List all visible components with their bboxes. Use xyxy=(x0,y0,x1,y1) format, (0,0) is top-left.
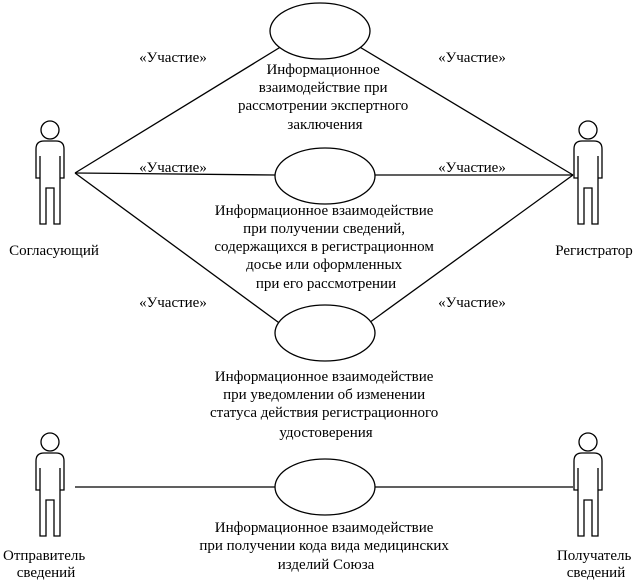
actor-sender-label: Отправитель сведений xyxy=(3,548,89,581)
actor-registrar-label: Регистратор xyxy=(555,243,633,259)
use-case-expert-review-label: Информационное взаимодействие при рассмо… xyxy=(238,62,412,133)
actor-sender-figure[interactable] xyxy=(35,432,65,537)
use-case-status-change-ellipse[interactable] xyxy=(274,304,376,362)
association-registrar-expert-review xyxy=(347,39,574,176)
stereotype-label-registrar-dossier-info: «Участие» xyxy=(438,160,506,176)
stereotype-label-registrar-status-change: «Участие» xyxy=(438,295,506,311)
use-case-device-code-ellipse[interactable] xyxy=(274,458,376,516)
use-case-dossier-info-ellipse[interactable] xyxy=(274,147,376,205)
actor-agreeing-figure[interactable] xyxy=(35,120,65,225)
use-case-expert-review-ellipse[interactable] xyxy=(269,2,371,60)
association-registrar-status-change xyxy=(361,174,574,329)
stereotype-label-agreeing-status-change: «Участие» xyxy=(139,295,207,311)
use-case-status-change-label: Информационное взаимодействие при уведом… xyxy=(210,369,442,441)
association-agreeing-dossier-info xyxy=(74,172,276,176)
use-case-ellipses xyxy=(269,2,376,516)
actor-registrar-figure[interactable] xyxy=(573,120,603,225)
stereotype-label-agreeing-dossier-info: «Участие» xyxy=(139,160,207,176)
actor-receiver-label: Получатель сведений xyxy=(557,548,635,581)
use-case-device-code-label: Информационное взаимодействие при получе… xyxy=(199,520,452,573)
use-case-dossier-info-label: Информационное взаимодействие при получе… xyxy=(214,203,437,292)
stereotype-label-registrar-expert-review: «Участие» xyxy=(438,50,506,66)
association-agreeing-status-change xyxy=(74,172,283,326)
association-agreeing-expert-review xyxy=(74,39,293,174)
actor-agreeing-label: Согласующий xyxy=(9,243,99,259)
stereotype-label-agreeing-expert-review: «Участие» xyxy=(139,50,207,66)
actor-receiver-figure[interactable] xyxy=(573,432,603,537)
